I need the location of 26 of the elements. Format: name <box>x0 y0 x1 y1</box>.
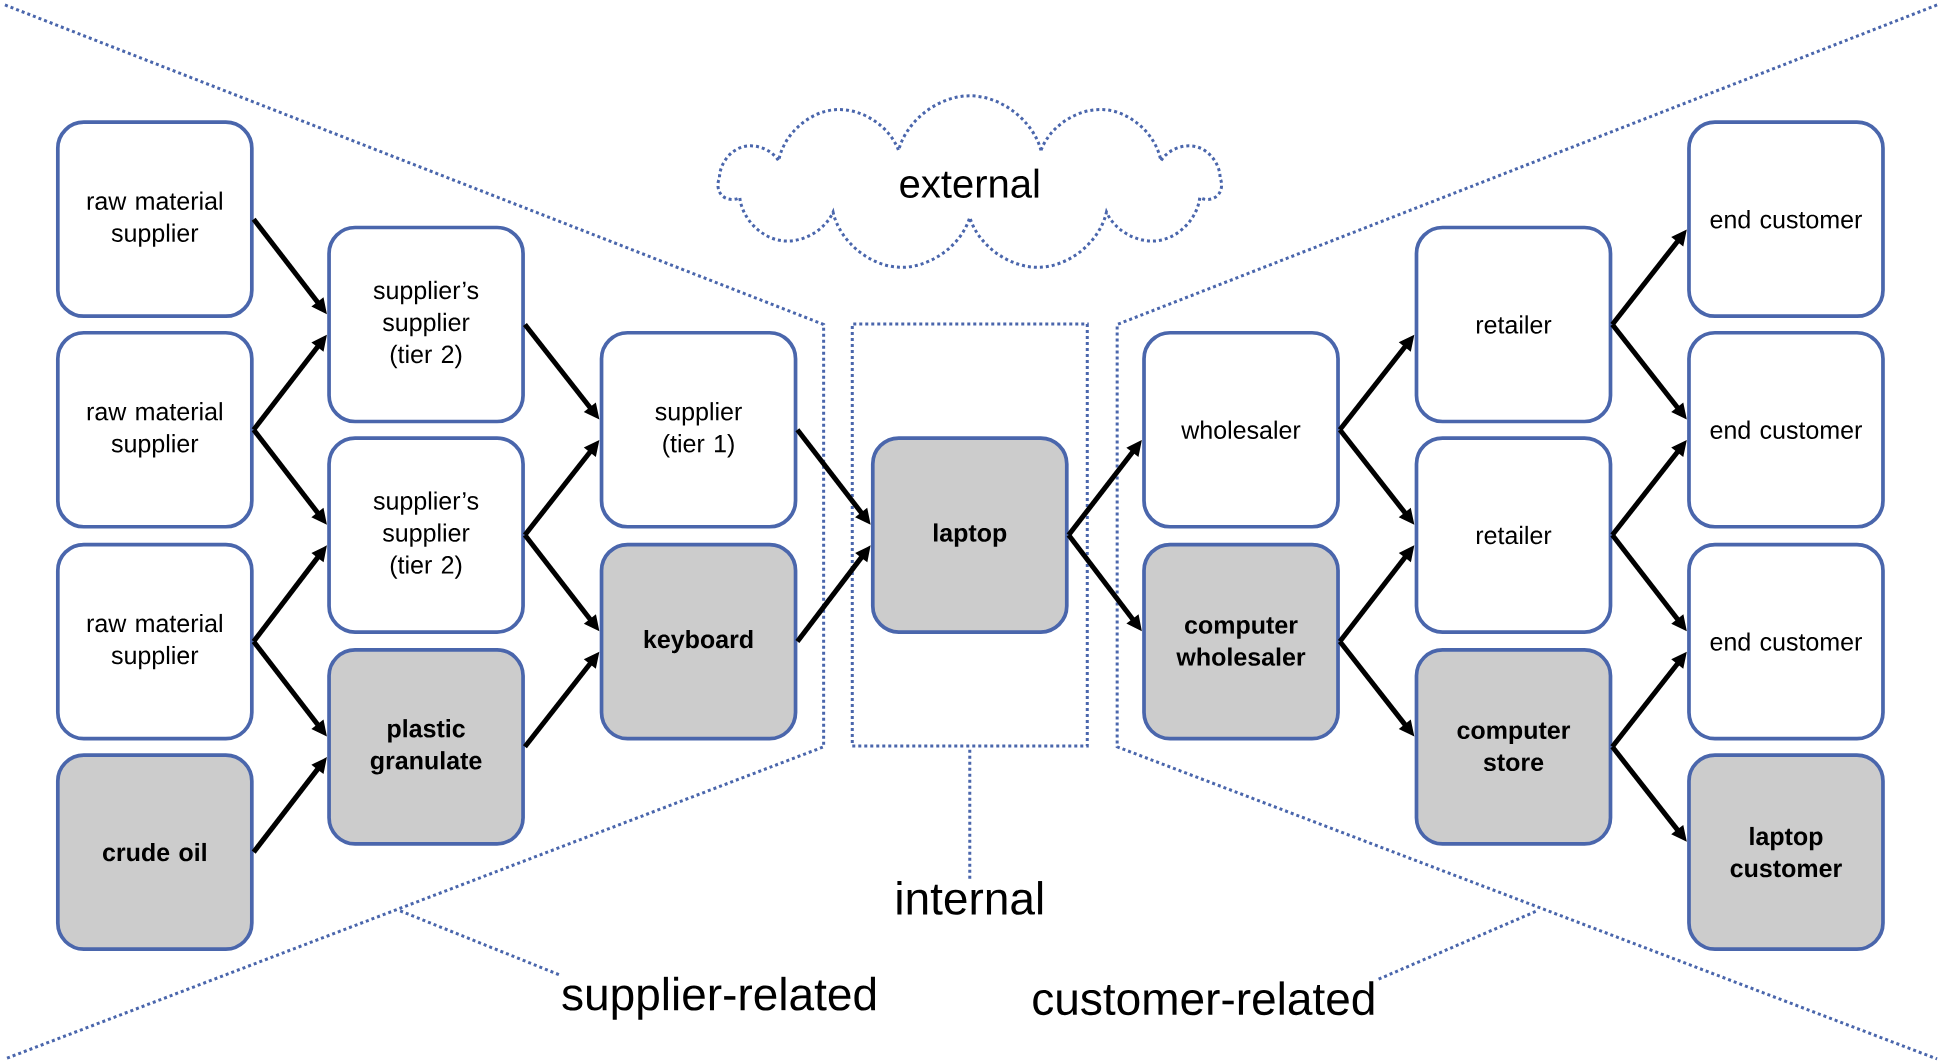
process-box: computer store <box>1414 647 1613 846</box>
process-box: retailer <box>1414 436 1613 634</box>
process-box: end customer <box>1687 120 1885 318</box>
process-box: raw material supplier <box>55 120 254 318</box>
process-box: raw material supplier <box>55 330 254 529</box>
region-label: internal <box>897 880 1043 915</box>
leader-line <box>968 747 972 879</box>
process-box: laptop <box>870 436 1069 634</box>
process-box: plastic granulate <box>327 647 525 846</box>
process-box: crude oil <box>55 753 254 951</box>
process-box: keyboard <box>599 542 798 741</box>
process-box: wholesaler <box>1142 330 1340 529</box>
region-label: customer-related <box>1033 981 1374 1015</box>
process-box: supplier’s supplier (tier 2) <box>327 436 525 634</box>
process-box: laptop customer <box>1687 753 1885 951</box>
process-box: supplier (tier 1) <box>599 330 798 529</box>
process-box: end customer <box>1687 542 1885 741</box>
process-box: end customer <box>1687 330 1885 529</box>
process-box: computer wholesaler <box>1142 542 1340 741</box>
process-box: supplier’s supplier (tier 2) <box>327 225 525 424</box>
process-box: raw material supplier <box>55 542 254 741</box>
boundary-box <box>850 322 1089 748</box>
process-box: retailer <box>1414 225 1613 424</box>
leader-line <box>398 908 560 976</box>
region-label: supplier-related <box>562 976 876 1020</box>
leader-line <box>1378 908 1539 981</box>
